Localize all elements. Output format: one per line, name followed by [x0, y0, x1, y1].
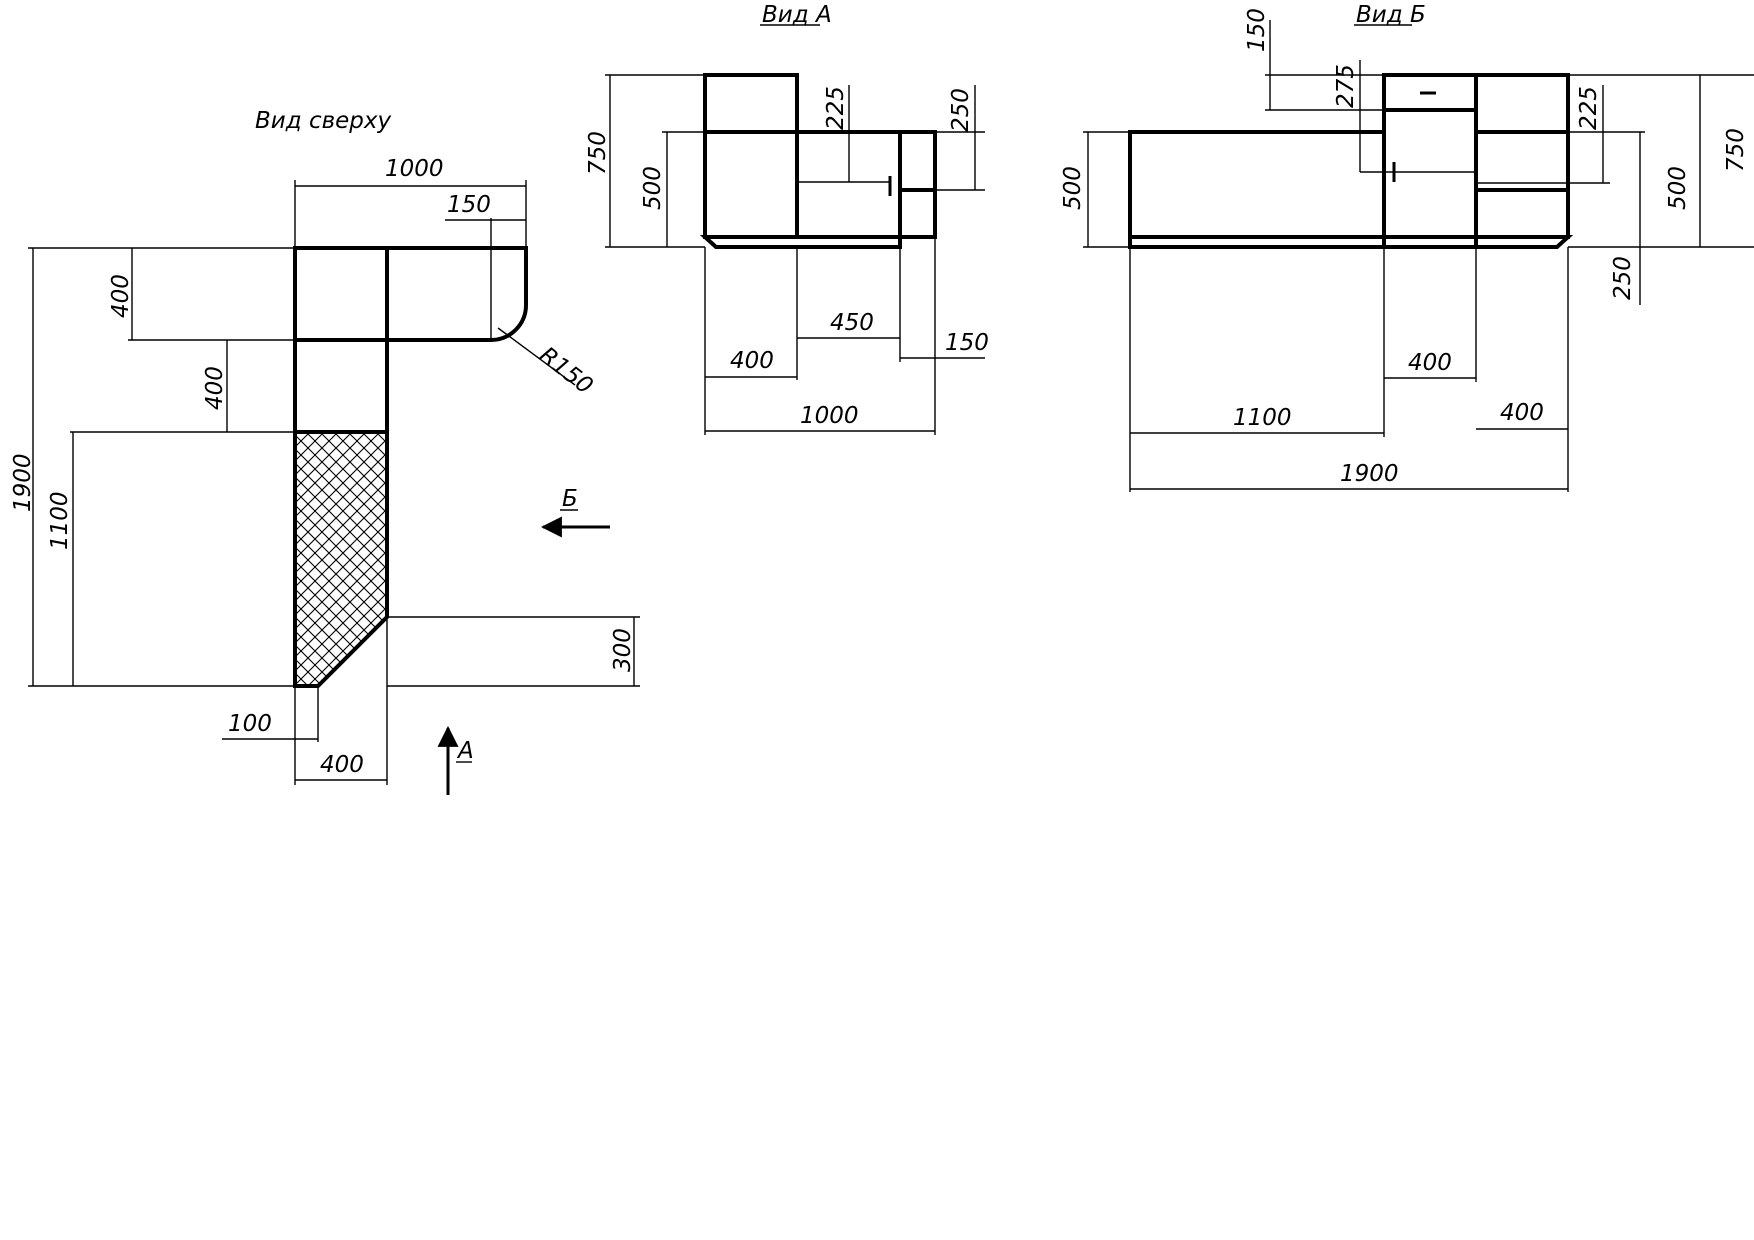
- top-view: Вид сверху 1000 150 R150 1900 400 400 11…: [10, 108, 640, 795]
- view-a-dim-400: 400: [730, 348, 774, 374]
- top-view-middle-block: [293, 338, 389, 434]
- top-dim-1100: 1100: [47, 491, 73, 550]
- view-b-title: Вид Б: [1356, 2, 1426, 28]
- view-b-dim-250: 250: [1610, 256, 1636, 300]
- view-b-dim-750: 750: [1723, 128, 1749, 172]
- view-a-dim-1000: 1000: [800, 403, 859, 429]
- view-a-dim-750: 750: [585, 131, 611, 175]
- arrow-b-label: Б: [562, 486, 578, 512]
- view-b-dim-500-right: 500: [1665, 166, 1691, 210]
- view-a-tall-column: [703, 73, 799, 239]
- view-b-dim-400-right: 400: [1500, 400, 1544, 426]
- view-b-dim-225: 225: [1576, 86, 1602, 130]
- view-b-center-column: [1382, 73, 1478, 239]
- view-b-dim-500-left: 500: [1060, 166, 1086, 210]
- view-b-right-column: [1474, 73, 1570, 239]
- view-a-dim-500: 500: [640, 166, 666, 210]
- top-view-title: Вид сверху: [255, 108, 392, 134]
- view-a-title: Вид А: [762, 2, 832, 28]
- top-dim-400-middle: 400: [202, 366, 228, 410]
- view-a: Вид А 750 500 225 250 450: [585, 2, 989, 435]
- top-dim-400-upper: 400: [108, 274, 134, 318]
- view-b-dim-150: 150: [1244, 8, 1270, 52]
- top-dim-400-bottom: 400: [320, 752, 364, 778]
- view-a-dim-150: 150: [945, 330, 989, 356]
- view-b-long-desk: [1128, 130, 1386, 239]
- top-dim-1900: 1900: [10, 453, 36, 512]
- top-dim-r150: R150: [534, 342, 597, 399]
- view-b-dim-1100: 1100: [1233, 405, 1292, 431]
- view-b-dim-400-mid: 400: [1408, 350, 1452, 376]
- top-dim-1000: 1000: [385, 156, 444, 182]
- view-b-dim-1900: 1900: [1340, 461, 1399, 487]
- view-a-dim-250: 250: [948, 88, 974, 132]
- view-a-top-panel: [699, 235, 902, 249]
- top-dim-300: 300: [610, 628, 636, 672]
- view-b-dim-275: 275: [1333, 64, 1359, 108]
- view-a-right-block: [898, 130, 937, 239]
- view-a-dim-225: 225: [823, 86, 849, 130]
- view-a-dim-450: 450: [830, 310, 874, 336]
- view-b: Вид Б 150 275 225 750 500 250: [1060, 2, 1754, 492]
- arrow-a-label: А: [456, 738, 474, 764]
- view-b-top-panel: [1128, 235, 1574, 249]
- top-view-hatched-section: [293, 430, 389, 688]
- top-dim-100: 100: [228, 711, 272, 737]
- top-dim-150: 150: [447, 192, 491, 218]
